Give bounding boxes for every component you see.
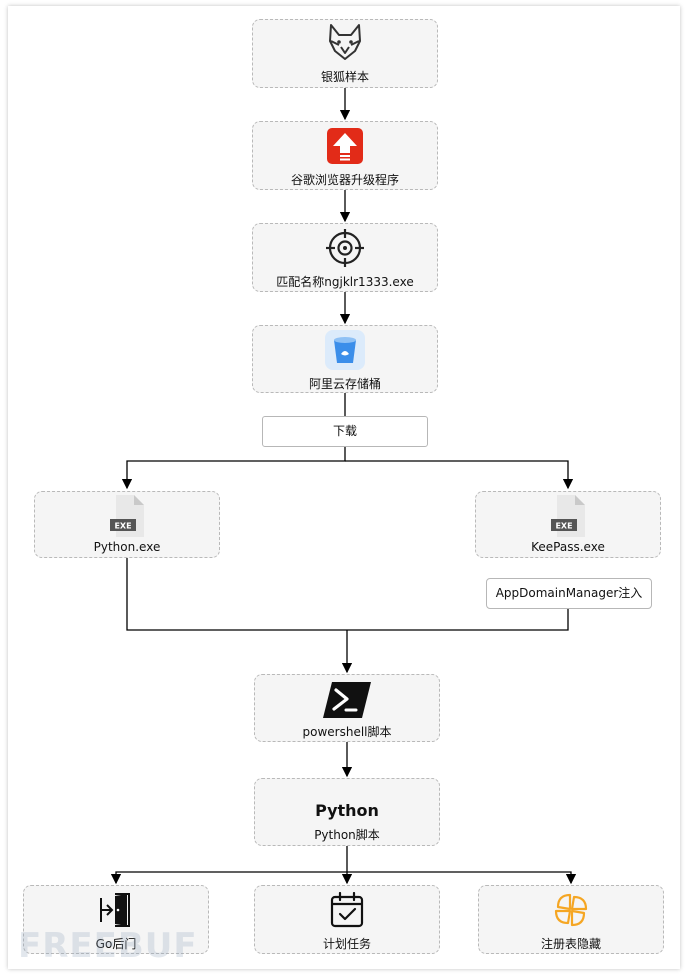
exe-file-icon: EXE (110, 495, 144, 537)
node-python-exe: EXE Python.exe (34, 491, 220, 558)
node-sample: 银狐样本 (252, 19, 438, 88)
node-keepass-exe: EXE KeePass.exe (475, 491, 661, 558)
node-go-backdoor-label: Go后门 (95, 937, 137, 951)
watermark: FREEBUF (18, 926, 198, 966)
bucket-icon (325, 330, 365, 370)
node-chrome-updater-label: 谷歌浏览器升级程序 (290, 173, 399, 187)
edge-python-split (110, 846, 348, 885)
exe-file-icon: EXE (551, 495, 585, 537)
node-python-script-label: Python脚本 (314, 828, 380, 842)
node-match-name-label: 匹配名称ngjklr1333.exe (276, 275, 414, 289)
edge-download-split (121, 447, 346, 490)
node-powershell: powershell脚本 (254, 674, 440, 742)
fox-icon (329, 24, 361, 60)
node-sample-label: 银狐样本 (320, 70, 369, 84)
flower-icon (554, 893, 588, 927)
node-registry-hide-label: 注册表隐藏 (540, 937, 601, 951)
calendar-check-icon (330, 892, 364, 928)
node-scheduled-task-label: 计划任务 (322, 937, 371, 951)
node-chrome-updater: 谷歌浏览器升级程序 (252, 121, 438, 190)
node-scheduled-task: 计划任务 (254, 885, 440, 954)
node-keepass-exe-label: KeePass.exe (531, 540, 605, 554)
node-oss-bucket: 阿里云存储桶 (252, 325, 438, 393)
exe-badge: EXE (555, 522, 572, 531)
node-python-exe-label: Python.exe (93, 540, 161, 554)
edge-download-keepass (345, 460, 574, 490)
node-go-backdoor: Go后门 (23, 885, 209, 954)
door-exit-icon (100, 893, 130, 927)
download-tag: 下载 (262, 416, 428, 447)
powershell-icon (323, 682, 371, 718)
node-python-title: Python (315, 801, 379, 820)
node-registry-hide: 注册表隐藏 (478, 885, 664, 954)
exe-badge: EXE (114, 522, 131, 531)
node-match-name: 匹配名称ngjklr1333.exe (252, 223, 438, 292)
node-python: Python Python脚本 (254, 778, 440, 846)
edge-python-registry (347, 871, 577, 885)
node-powershell-label: powershell脚本 (302, 725, 392, 739)
node-oss-bucket-label: 阿里云存储桶 (308, 377, 381, 391)
appdomain-tag: AppDomainManager注入 (486, 578, 652, 609)
upload-arrow-icon (327, 128, 363, 164)
target-icon (326, 229, 364, 267)
